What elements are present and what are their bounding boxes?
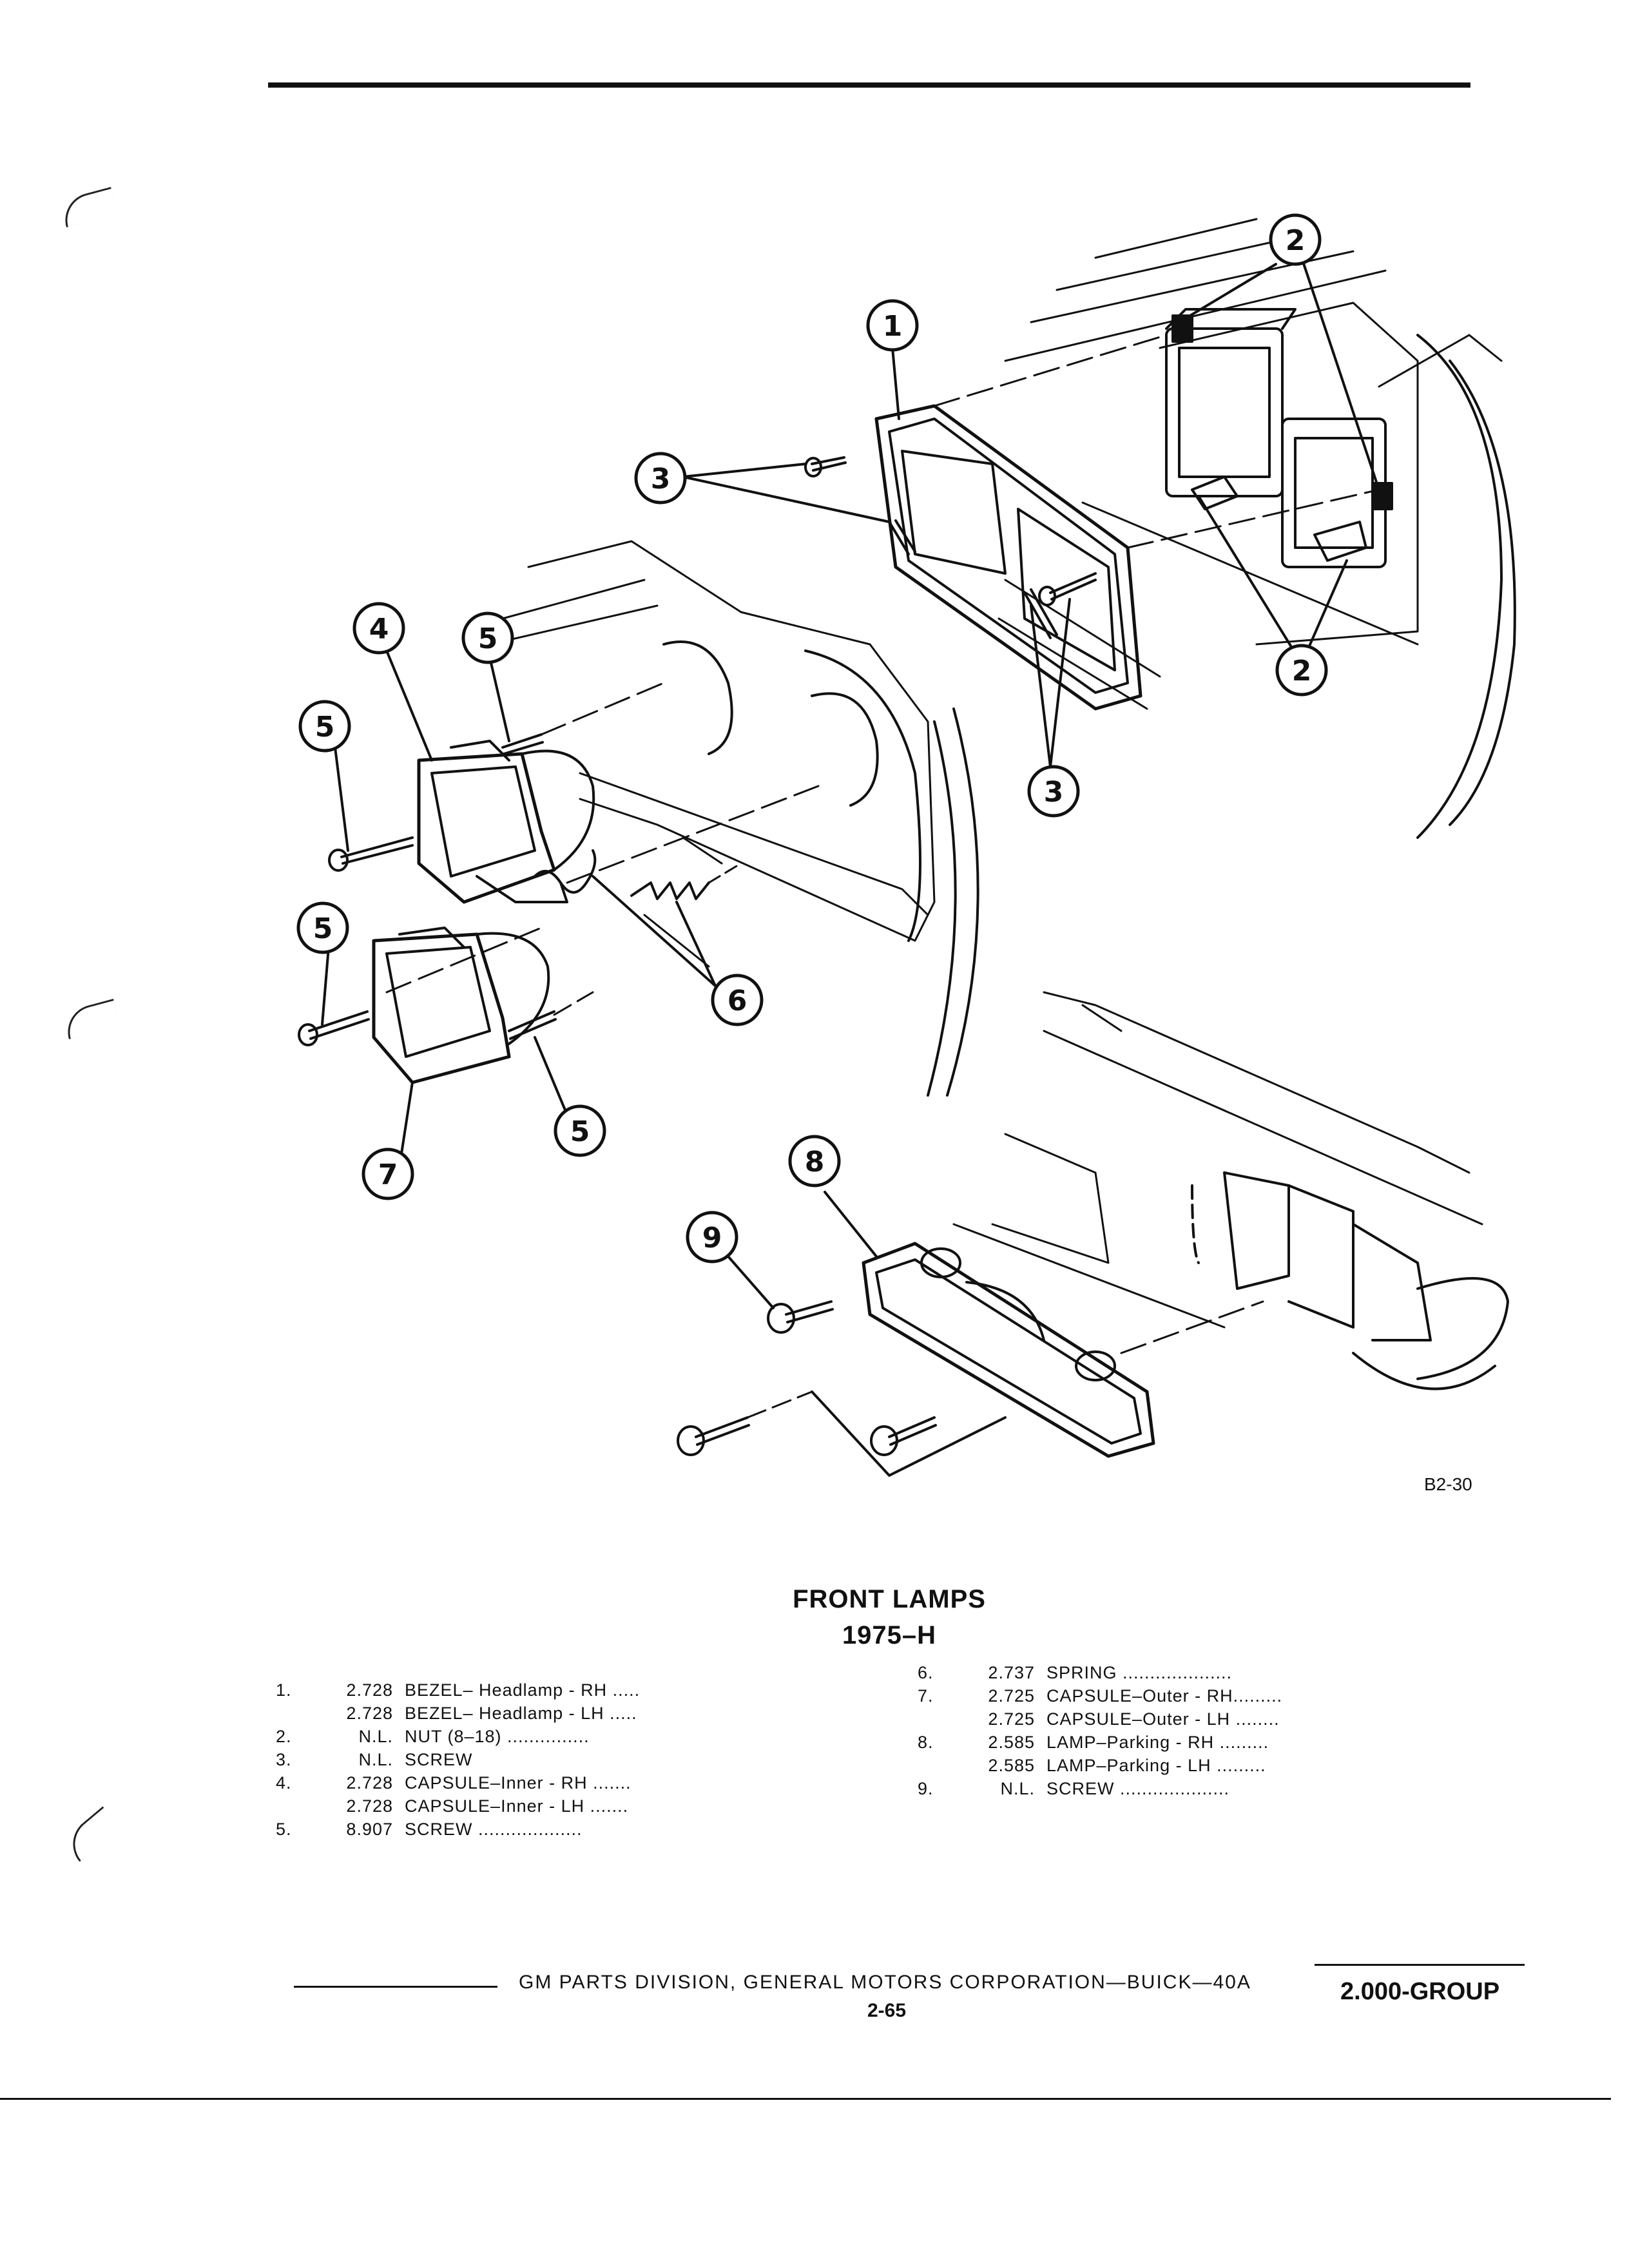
callout-5-circle-d [554,1104,606,1157]
figure-code: B2-30 [1424,1474,1472,1494]
callout-9: 9 [702,1222,722,1254]
callout-2-circle-top [1269,213,1322,266]
callout-1-circle [866,299,919,352]
callout-3-bottom: 3 [1044,776,1064,809]
callout-7-circle [361,1148,414,1200]
page-number: 2-65 [867,2000,907,2021]
list-item: 9.N.L.SCREW .................... [918,1779,1230,1798]
list-item: 3.N.L.SCREW [276,1750,473,1769]
front-lamps-exploded-diagram: 1 2 2 3 3 4 5 5 5 5 6 7 8 9 [296,213,1516,1477]
callout-1: 1 [883,310,903,343]
callout-2-top: 2 [1286,224,1306,257]
footer-rule-right [1315,1964,1525,1966]
callout-5-c: 5 [313,912,333,945]
bottom-rule [0,2098,1611,2100]
callout-5-a: 5 [478,622,498,655]
callout-5-circle-c [296,901,349,954]
section-title: FRONT LAMPS [793,1585,986,1613]
list-item: 2.N.L.NUT (8–18) ............... [276,1727,590,1746]
callout-6: 6 [728,985,747,1017]
section-subtitle: 1975–H [842,1621,937,1649]
group-label: 2.000-GROUP [1340,1978,1500,2005]
callout-4: 4 [369,613,389,646]
callout-3-left: 3 [651,463,671,495]
callout-8: 8 [805,1146,825,1178]
callout-5-b: 5 [315,711,335,744]
top-rule [268,82,1470,88]
callout-5-circle-a [461,611,514,664]
callout-6-circle [711,974,764,1026]
margin-mark-3 [61,1806,121,1862]
callout-3-circle-left [634,452,687,505]
callout-9-circle [686,1211,738,1264]
callout-8-circle [788,1135,841,1187]
footer-rule-left [294,1986,497,1988]
callout-5-d: 5 [570,1115,590,1148]
callout-5-circle-b [298,700,351,753]
callout-3-circle-bottom [1027,765,1080,818]
callout-2-bottom: 2 [1292,655,1312,687]
callout-7: 7 [378,1158,398,1191]
callout-4-circle [352,602,405,655]
footer-publisher: GM PARTS DIVISION, GENERAL MOTORS CORPOR… [519,1972,1251,1993]
callout-2-circle-bottom [1275,644,1328,697]
